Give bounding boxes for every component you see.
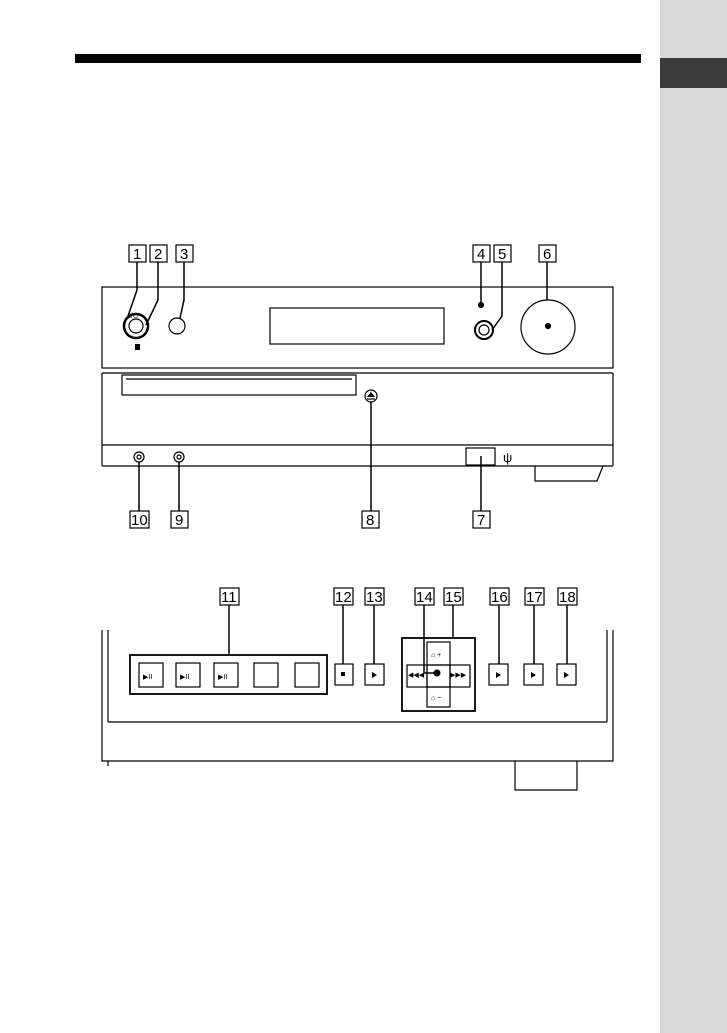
callout-17: 17: [526, 589, 543, 606]
unit-top-view: ▶II ▶II ▶II: [102, 630, 613, 790]
play-button[interactable]: [365, 664, 384, 685]
next-button[interactable]: ▶▶▶: [450, 665, 470, 687]
callout-16: 16: [491, 589, 508, 606]
disc-slot: [122, 375, 356, 395]
preset-button-group: [130, 655, 327, 694]
play-pause-button-2[interactable]: ▶II: [176, 663, 200, 687]
unit-bottom-callouts: 10 9 8 7: [130, 511, 490, 529]
button-18[interactable]: [557, 664, 576, 685]
play-icon: [372, 672, 377, 678]
top-panel-outline: [102, 287, 613, 368]
callout-5: 5: [498, 246, 506, 263]
play-pause-icon: ▶II: [180, 674, 189, 681]
folder-plus-button[interactable]: ⌂ +: [427, 642, 450, 665]
callout-11: 11: [221, 589, 237, 606]
top-view-callouts: 11 12 13 14 15 16 17 18: [220, 588, 577, 606]
top-callouts: 1 2 3 4 5 6: [129, 245, 556, 263]
stop-icon: [341, 672, 345, 676]
standby-indicator: [135, 344, 140, 350]
usb-icon: ψ: [503, 450, 512, 465]
callout-18: 18: [559, 589, 576, 606]
top-view-outline: [102, 630, 613, 761]
callout-13: 13: [366, 589, 383, 606]
next-icon: ▶▶▶: [450, 672, 467, 679]
play-pause-icon: ▶II: [143, 674, 152, 681]
top-view-foot: [515, 761, 577, 790]
folder-minus-icon: ⌂ −: [431, 695, 441, 702]
timer-indicator: [479, 303, 484, 308]
play-pause-button-1[interactable]: ▶II: [139, 663, 163, 687]
remote-sensor-icon: [169, 318, 185, 334]
callout-7: 7: [477, 512, 485, 529]
callout-10: 10: [131, 512, 148, 529]
folder-minus-button[interactable]: ⌂ −: [427, 687, 450, 707]
play-pause-icon: ▶II: [218, 674, 227, 681]
unit-bottom-leaders: [139, 402, 481, 511]
callout-1: 1: [133, 246, 141, 263]
button-16[interactable]: [489, 664, 508, 685]
callout-9: 9: [175, 512, 183, 529]
power-button[interactable]: I/⏻: [124, 312, 148, 338]
callout-14: 14: [416, 589, 433, 606]
top-view-leaders: [229, 605, 567, 673]
stop-button[interactable]: [335, 664, 353, 685]
unit-foot: [535, 466, 603, 481]
callout-12: 12: [335, 589, 352, 606]
eject-button[interactable]: [365, 390, 377, 402]
audio-in-jack[interactable]: [134, 452, 144, 462]
eject-icon: [367, 392, 375, 397]
callout-4: 4: [477, 246, 485, 263]
callout-2: 2: [154, 246, 162, 263]
blank-button-1[interactable]: [254, 663, 278, 687]
power-icon: I/⏻: [129, 312, 139, 320]
function-button[interactable]: [475, 321, 493, 339]
play-pause-button-3[interactable]: ▶II: [214, 663, 238, 687]
blank-button-2[interactable]: [295, 663, 319, 687]
main-unit-front: I/⏻: [102, 287, 613, 481]
display-window: [270, 308, 444, 344]
button-17[interactable]: [524, 664, 543, 685]
volume-knob-center: [546, 324, 551, 329]
top-leader-lines: [128, 262, 547, 330]
callout-6: 6: [543, 246, 551, 263]
folder-plus-icon: ⌂ +: [431, 652, 441, 659]
previous-icon: ◀◀◀: [408, 672, 425, 679]
callout-15: 15: [445, 589, 462, 606]
headphone-jack[interactable]: [174, 452, 184, 462]
callout-8: 8: [366, 512, 374, 529]
callout-3: 3: [180, 246, 188, 263]
